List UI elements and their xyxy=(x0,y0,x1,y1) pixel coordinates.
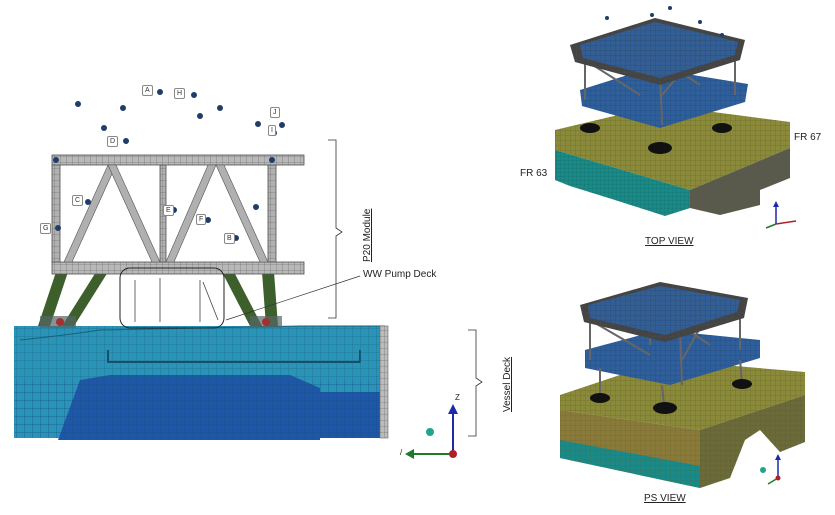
axis-y-label: / xyxy=(400,448,403,457)
ww-pump-deck-label: WW Pump Deck xyxy=(363,269,437,280)
point-tag-a: A xyxy=(142,85,153,96)
point-tag-j: J xyxy=(270,107,280,118)
point-tag-i: I xyxy=(268,125,276,136)
module-supports xyxy=(38,272,282,328)
point-tag-c: C xyxy=(72,195,84,206)
point-tag-f: F xyxy=(196,214,207,225)
ps-view-label: PS VIEW xyxy=(644,493,686,504)
fr63-label: FR 63 xyxy=(520,168,548,179)
ww-pump-deck-leader xyxy=(225,275,361,321)
point-tag-g: G xyxy=(40,223,52,234)
fr67-label: FR 67 xyxy=(794,132,822,143)
p20-module-frame xyxy=(51,154,305,275)
pump-deck-structure xyxy=(134,278,219,322)
vessel-deck-label: Vessel Deck xyxy=(502,356,513,412)
point-tag-e: E xyxy=(163,205,174,216)
axis-z-label: Z xyxy=(455,393,460,402)
point-tag-d: D xyxy=(107,136,119,147)
ww-pump-deck-outline xyxy=(119,267,225,329)
axis-triad-left xyxy=(405,404,458,459)
p20-module-brace xyxy=(328,139,343,319)
top-view-model xyxy=(555,6,790,216)
top-view-label: TOP VIEW xyxy=(645,236,694,247)
axis-triad-top-view xyxy=(765,201,797,229)
vessel-deck-brace xyxy=(468,329,483,437)
ps-view-model xyxy=(560,282,805,488)
axis-triad-ps-view xyxy=(760,454,781,485)
vessel-deck-section xyxy=(14,325,389,440)
point-tag-b: B xyxy=(224,233,235,244)
p20-module-label: P20 Module xyxy=(362,208,373,262)
point-tag-h: H xyxy=(174,88,186,99)
